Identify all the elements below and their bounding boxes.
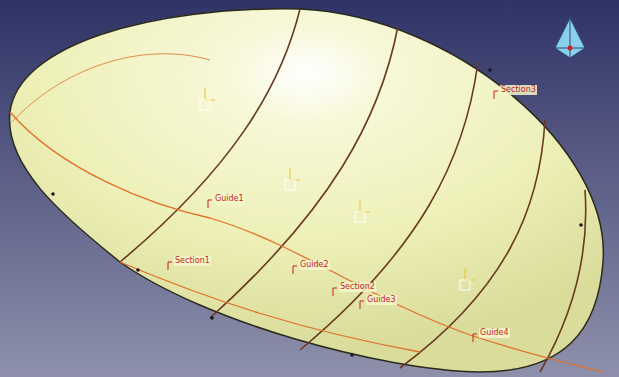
swept-surface — [10, 9, 604, 372]
feature-label: Section2 — [339, 282, 376, 292]
feature-label: Guide2 — [299, 260, 330, 270]
feature-label: Section1 — [174, 256, 211, 266]
feature-label: Guide4 — [479, 328, 510, 338]
guide-curves — [120, 9, 586, 372]
axis-markers — [200, 88, 475, 290]
section-curves — [10, 54, 603, 372]
vertex-points — [51, 68, 583, 357]
feature-label: Section3 — [500, 85, 537, 95]
compass — [555, 18, 585, 58]
feature-label: Guide3 — [366, 295, 397, 305]
feature-label: Guide1 — [214, 194, 245, 204]
label-ticks — [168, 91, 498, 342]
